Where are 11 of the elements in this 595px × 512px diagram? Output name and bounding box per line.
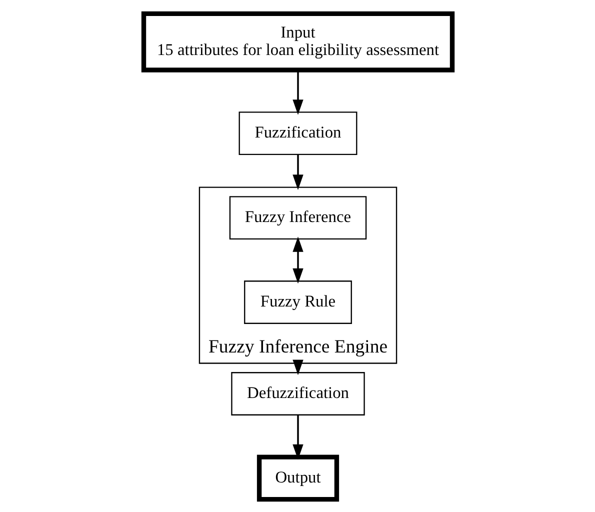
node-box: Fuzzy Rule: [244, 280, 352, 324]
arrow: [292, 70, 303, 114]
arrow: [292, 236, 303, 284]
node-box: Input 15 attributes for loan eligibility assessment: [140, 10, 454, 72]
arrow: [292, 154, 303, 190]
node-box: Fuzzification: [238, 111, 357, 155]
arrow: [292, 359, 303, 375]
node-box: Fuzzy Inference: [228, 196, 366, 239]
node-box: Defuzzification: [230, 372, 364, 415]
node-box: Output: [256, 454, 339, 502]
arrow: [292, 414, 303, 460]
